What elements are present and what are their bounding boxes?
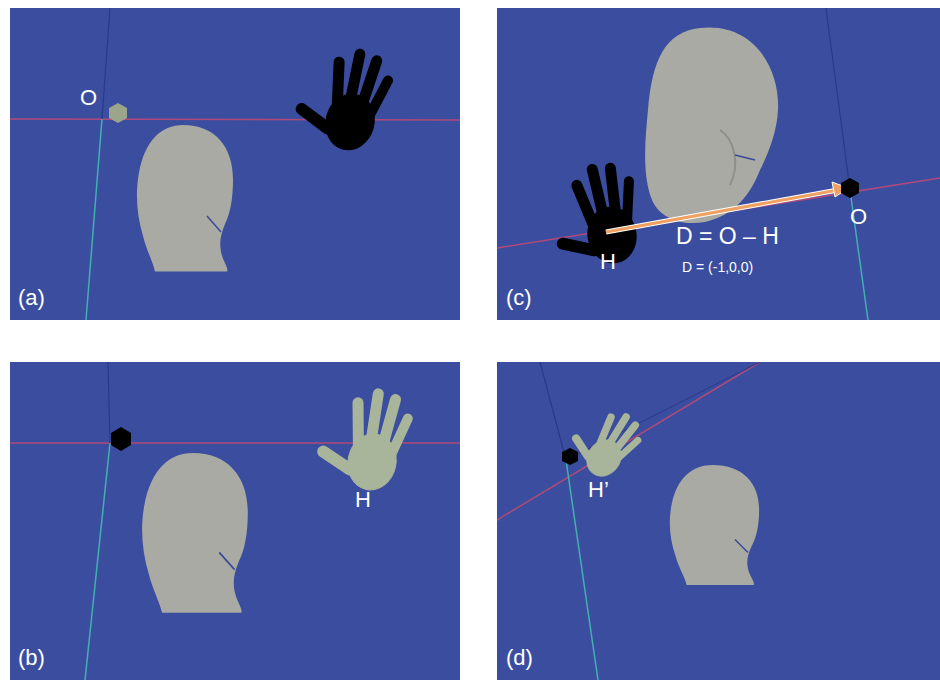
point-label: H — [600, 250, 616, 274]
panel-letter: (b) — [18, 646, 45, 670]
point-label: O — [850, 205, 867, 229]
point-label: H’ — [588, 478, 609, 502]
panel-letter: (d) — [506, 646, 533, 670]
panel-letter: (a) — [18, 286, 45, 310]
vector-value: D = (-1,0,0) — [682, 260, 753, 275]
point-label: H — [355, 488, 371, 512]
equation-label: D = O – H — [676, 224, 779, 249]
panel-letter: (c) — [506, 286, 532, 310]
point-label: O — [80, 86, 97, 110]
